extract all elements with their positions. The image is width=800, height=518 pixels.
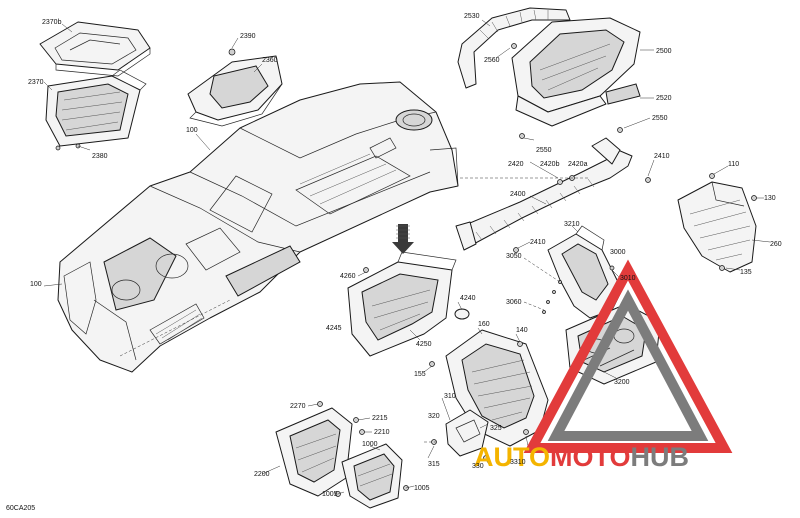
part-4240-cup	[454, 308, 470, 320]
label-2550-left: 2550	[536, 147, 552, 154]
label-2560: 2560	[484, 57, 500, 64]
part-3000-mount-bracket	[547, 225, 623, 319]
diagram-code: 60CA205	[6, 505, 35, 512]
fastener-2390	[228, 48, 236, 56]
label-2370: 2370	[28, 79, 44, 86]
label-260: 260	[770, 241, 782, 248]
label-3010: 3010	[620, 275, 636, 282]
label-2420b: 2420b	[540, 161, 560, 168]
label-315: 315	[428, 461, 440, 468]
label-2410-bottom: 2410	[530, 239, 546, 246]
svg-text:AUTOMOTOHUB: AUTOMOTOHUB	[474, 442, 689, 472]
fastener-2210	[359, 429, 365, 435]
label-160: 160	[478, 321, 490, 328]
label-1000: 1000	[362, 441, 378, 448]
fastener-3010	[609, 265, 615, 271]
fastener-110	[709, 173, 715, 179]
part-2530-grab-handle	[457, 7, 571, 89]
label-2270: 2270	[290, 403, 306, 410]
label-3050: 3050	[506, 253, 522, 260]
label-2520: 2520	[656, 95, 672, 102]
fastener-3050a	[558, 280, 562, 284]
fastener-155	[429, 361, 435, 367]
fastener-2420a	[557, 179, 563, 185]
watermark-text-moto: MOTO	[550, 442, 631, 472]
label-2200: 2200	[254, 471, 270, 478]
label-4245: 4245	[326, 325, 342, 332]
label-310: 310	[444, 393, 456, 400]
label-3060: 3060	[506, 299, 522, 306]
leader-lines	[43, 19, 771, 495]
fastener-2560	[511, 43, 517, 49]
label-2530: 2530	[464, 13, 480, 20]
fastener-3060b	[542, 310, 546, 314]
label-100-top: 100	[186, 127, 198, 134]
label-2390: 2390	[240, 33, 256, 40]
fastener-2410b	[513, 247, 519, 253]
fastener-2380a	[55, 145, 61, 151]
label-4240: 4240	[460, 295, 476, 302]
fastener-4260	[363, 267, 369, 273]
fastener-3060a	[546, 300, 550, 304]
watermark-text-hub: HUB	[631, 442, 690, 472]
fastener-140	[517, 341, 523, 347]
label-155: 155	[414, 371, 426, 378]
fastener-2550a	[519, 133, 525, 139]
label-4260: 4260	[340, 273, 356, 280]
fastener-330	[483, 455, 489, 461]
fastener-2270	[317, 401, 323, 407]
part-1000-lower-panel	[341, 443, 403, 509]
fastener-2550b	[617, 127, 623, 133]
label-2210: 2210	[374, 429, 390, 436]
label-320: 320	[428, 413, 440, 420]
part-100-dashboard	[57, 81, 459, 373]
label-2360: 2360	[262, 57, 278, 64]
fastener-2215	[353, 417, 359, 423]
label-110: 110	[728, 161, 739, 168]
part-2400-cross-beam	[455, 137, 633, 251]
fastener-2410a	[645, 177, 651, 183]
label-2420a: 2420a	[568, 161, 588, 168]
part-2500-gauge-hood	[511, 17, 641, 127]
label-1005-right: 1005	[414, 485, 430, 492]
label-3210: 3210	[564, 221, 580, 228]
label-2215: 2215	[372, 415, 388, 422]
part-2370-storage-bin	[45, 69, 147, 147]
label-3310: 3310	[510, 459, 526, 466]
fastener-3310	[523, 429, 529, 435]
label-2380: 2380	[92, 153, 108, 160]
label-140: 140	[516, 327, 528, 334]
label-1005-left: 1005	[322, 491, 338, 498]
label-330: 330	[472, 463, 484, 470]
label-100-left: 100	[30, 281, 42, 288]
label-3200: 3200	[614, 379, 630, 386]
part-260-side-bracket	[677, 181, 757, 273]
watermark-logo: AUTOMOTOHUB	[474, 259, 733, 472]
watermark-text-auto: AUTO	[474, 442, 550, 472]
fastener-3050b	[552, 290, 556, 294]
part-labels: 2370b 2370 2380 2390 2360 100 100 2530 2…	[28, 13, 782, 498]
label-2500: 2500	[656, 48, 672, 55]
label-135: 135	[740, 269, 752, 276]
part-2370b-lid	[39, 21, 151, 77]
label-2370b: 2370b	[42, 19, 62, 26]
label-2410-top: 2410	[654, 153, 670, 160]
label-3000: 3000	[610, 249, 626, 256]
part-2360-trim-panel	[187, 55, 283, 127]
label-2400: 2400	[510, 191, 526, 198]
fastener-135	[719, 265, 725, 271]
label-130: 130	[764, 195, 776, 202]
insertion-arrow	[392, 224, 414, 254]
label-2420: 2420	[508, 161, 524, 168]
part-4245-glove-box	[347, 251, 457, 357]
part-310-latch-assembly	[445, 409, 489, 457]
label-2550-right: 2550	[652, 115, 668, 122]
fastener-130	[751, 195, 757, 201]
part-2200-lower-panel	[275, 407, 353, 497]
label-4250: 4250	[416, 341, 432, 348]
label-325: 325	[490, 425, 502, 432]
